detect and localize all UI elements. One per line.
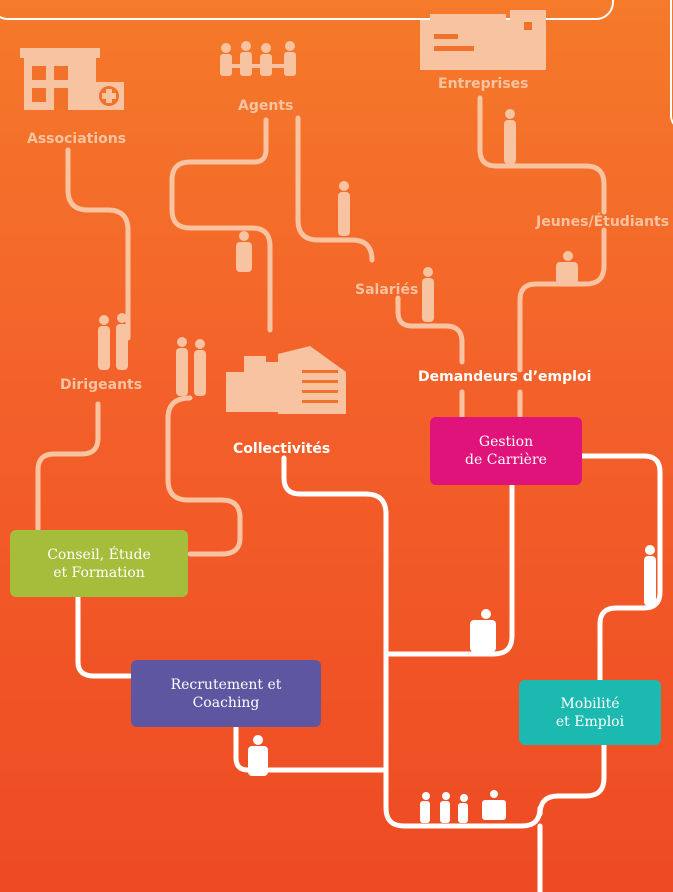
person-icon xyxy=(422,267,434,322)
path-entreprises xyxy=(477,95,607,215)
person-figures-light xyxy=(98,109,578,396)
person-icon xyxy=(556,251,578,284)
box-mobilite-line2: et Emploi xyxy=(555,713,625,730)
path-gestion-down xyxy=(383,483,515,657)
path-gestion-right xyxy=(579,453,663,683)
path-collectivites-main xyxy=(281,455,607,829)
label-agents: Agents xyxy=(238,98,294,114)
box-gestion-carriere: Gestion de Carrière xyxy=(430,417,582,485)
light-paths xyxy=(35,95,607,557)
label-jeunes-etudiants: Jeunes/Étudiants xyxy=(536,214,670,230)
label-associations: Associations xyxy=(27,131,127,147)
person-icon xyxy=(482,790,506,820)
path-conseil-down xyxy=(75,594,133,679)
path-jeunes xyxy=(517,227,607,373)
person-icon xyxy=(116,313,128,370)
person-icon xyxy=(470,609,496,652)
path-associations xyxy=(65,147,131,341)
label-collectivites: Collectivités xyxy=(233,441,331,457)
office-building-icon xyxy=(420,10,546,70)
path-agents-salaries xyxy=(295,115,375,263)
box-conseil-etude-formation: Conseil, Étude et Formation xyxy=(10,530,188,597)
box-mobilite-line1: Mobilité xyxy=(560,695,620,712)
box-recrutement-line1: Recrutement et xyxy=(170,676,282,693)
label-demandeurs-emploi: Demandeurs d’emploi xyxy=(418,369,592,385)
person-icon xyxy=(504,109,516,164)
person-figures-white xyxy=(248,545,656,823)
path-recrutement-right xyxy=(233,725,389,773)
label-entreprises: Entreprises xyxy=(438,76,529,92)
person-icon xyxy=(644,545,656,606)
path-collectivites-left xyxy=(165,395,243,557)
person-icon xyxy=(420,792,430,823)
box-gestion-line1: Gestion xyxy=(478,434,534,450)
city-buildings-icon xyxy=(226,346,346,414)
person-icon xyxy=(248,735,268,776)
meeting-people-icon xyxy=(220,41,296,76)
path-salaries-demandeurs xyxy=(395,295,465,365)
person-icon xyxy=(338,181,350,236)
white-paths xyxy=(75,453,663,892)
person-icon xyxy=(194,339,206,396)
label-salaries: Salariés xyxy=(355,282,419,298)
path-dirigeants xyxy=(35,401,101,533)
person-icon xyxy=(440,792,450,823)
box-conseil-line2: et Formation xyxy=(53,564,145,581)
label-dirigeants: Dirigeants xyxy=(60,377,143,393)
person-icon xyxy=(176,337,188,396)
person-icon xyxy=(458,794,468,823)
hospital-icon xyxy=(20,48,124,110)
box-recrutement-line2: Coaching xyxy=(192,694,260,711)
box-mobilite-emploi: Mobilité et Emploi xyxy=(519,680,661,745)
box-conseil-line1: Conseil, Étude xyxy=(47,546,151,563)
person-icon xyxy=(236,231,252,272)
person-icon xyxy=(98,315,110,370)
path-agents xyxy=(169,117,273,333)
box-recrutement-coaching: Recrutement et Coaching xyxy=(131,660,321,727)
box-gestion-line2: de Carrière xyxy=(465,452,547,468)
